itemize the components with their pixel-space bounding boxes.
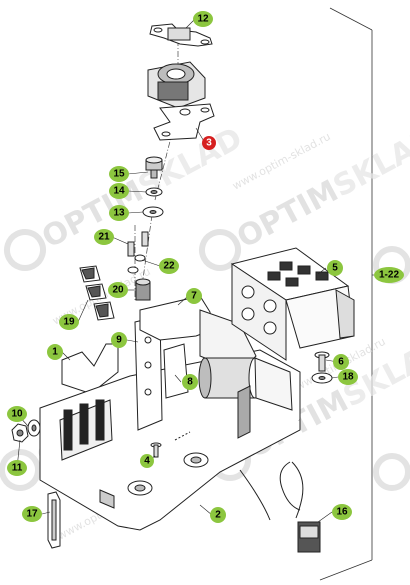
callout-12: 12: [193, 11, 213, 27]
part-10-washer: [27, 419, 41, 437]
part-19-blocks: [79, 265, 115, 321]
callout-11: 11: [7, 460, 27, 476]
svg-text:7: 7: [191, 291, 197, 302]
callout-22: 22: [159, 258, 179, 274]
callout-13: 13: [109, 205, 129, 221]
svg-text:14: 14: [113, 186, 125, 197]
callout-20: 20: [108, 282, 128, 298]
callout-8: 8: [182, 374, 198, 390]
part-8-sleeve: [163, 343, 189, 399]
part-11-nut: [11, 423, 29, 443]
watermark-ring-6: [373, 453, 410, 491]
callout-9: 9: [111, 332, 127, 348]
callout-21: 21: [94, 229, 114, 245]
callout-18: 18: [338, 369, 358, 385]
callouts: 12 3 15 14 13 21 22 20: [7, 11, 404, 523]
svg-text:13: 13: [113, 208, 125, 219]
svg-text:2: 2: [215, 510, 221, 521]
svg-text:18: 18: [342, 372, 354, 383]
part-18-washer: [311, 372, 333, 384]
motor: [198, 357, 293, 439]
part-16-sensor: [239, 461, 321, 553]
svg-text:19: 19: [63, 317, 75, 328]
svg-text:6: 6: [338, 357, 344, 368]
callout-16: 16: [332, 504, 352, 520]
svg-text:10: 10: [11, 409, 23, 420]
part-coil: [147, 61, 206, 109]
svg-text:20: 20: [112, 285, 124, 296]
svg-text:17: 17: [26, 509, 38, 520]
svg-text:1: 1: [52, 347, 58, 358]
part-5-housing: [230, 247, 355, 361]
callout-10: 10: [7, 406, 27, 422]
part-6-screw: [314, 351, 330, 372]
callout-7: 7: [186, 288, 202, 304]
part-12-fuse: [149, 23, 213, 47]
svg-text:8: 8: [187, 377, 193, 388]
callout-3: 3: [202, 136, 216, 150]
part-20-bushing: [135, 278, 151, 301]
part-14-washer: [145, 187, 163, 197]
part-13-washer: [142, 206, 164, 218]
callout-1: 1: [47, 344, 63, 360]
svg-text:21: 21: [98, 232, 110, 243]
callout-6: 6: [333, 354, 349, 370]
part-3-bracket: [153, 103, 215, 141]
part-17-clip: [47, 491, 61, 549]
callout-15: 15: [109, 166, 129, 182]
callout-5: 5: [327, 260, 343, 276]
svg-text:9: 9: [116, 335, 122, 346]
part-22-nuts: [127, 254, 146, 274]
callout-4: 4: [140, 454, 154, 468]
svg-text:11: 11: [12, 463, 23, 474]
callout-17: 17: [22, 506, 42, 522]
part-21-screws: [127, 231, 149, 257]
svg-text:5: 5: [332, 263, 338, 274]
part-9-plate: [134, 315, 163, 431]
callout-1-22: 1-22: [374, 267, 404, 283]
svg-text:1-22: 1-22: [379, 270, 399, 281]
callout-19: 19: [59, 314, 79, 330]
svg-text:22: 22: [163, 261, 175, 272]
callout-14: 14: [109, 183, 129, 199]
svg-text:4: 4: [144, 456, 150, 467]
svg-text:16: 16: [336, 507, 348, 518]
callout-2: 2: [210, 507, 226, 523]
svg-text:3: 3: [206, 138, 212, 149]
part-4-screw: [150, 442, 162, 458]
svg-text:12: 12: [197, 14, 209, 25]
frame-lines: [319, 7, 373, 581]
part-15-screw: [145, 156, 163, 179]
svg-text:15: 15: [113, 169, 125, 180]
leader-lines: [16, 18, 374, 523]
part-1-cradle: [61, 343, 119, 393]
